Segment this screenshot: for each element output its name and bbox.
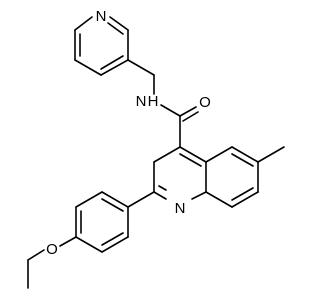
carbonyl-oxygen-label: O	[199, 94, 211, 111]
bond	[191, 191, 207, 200]
bond	[205, 191, 233, 208]
bond	[75, 191, 103, 208]
bond-layer	[27, 16, 285, 289]
bond	[74, 16, 93, 31]
bond	[153, 191, 167, 200]
bond	[127, 59, 155, 76]
structure-diagram: N N H O N O	[27, 8, 285, 289]
bond	[153, 146, 181, 163]
bond	[179, 153, 202, 167]
amide-nitrogen-label: N	[136, 93, 147, 110]
bond	[158, 185, 167, 191]
bond	[205, 146, 233, 163]
bond	[59, 236, 77, 247]
bond	[100, 59, 129, 76]
quinoline-nitrogen-label: N	[175, 200, 186, 217]
bond	[231, 153, 254, 167]
amide-hydrogen-label: H	[148, 93, 159, 110]
bond	[127, 191, 155, 208]
pyridine-nitrogen-label: N	[96, 8, 107, 25]
bond	[75, 236, 103, 253]
bond	[74, 59, 102, 76]
bond	[231, 187, 254, 201]
bond	[231, 191, 259, 208]
bond	[182, 111, 199, 122]
bond	[179, 146, 207, 163]
bond	[257, 146, 285, 163]
bond	[179, 106, 197, 117]
bond	[160, 104, 181, 117]
bond	[101, 191, 129, 208]
bond	[101, 198, 124, 212]
bond	[101, 232, 124, 246]
molecule-canvas: N N H O N O	[27, 8, 285, 289]
bond	[107, 22, 124, 35]
bond	[27, 249, 45, 261]
bond	[231, 146, 259, 163]
ether-oxygen-label: O	[46, 241, 58, 258]
bond	[101, 236, 129, 253]
bond	[100, 55, 124, 70]
bond	[109, 16, 129, 31]
